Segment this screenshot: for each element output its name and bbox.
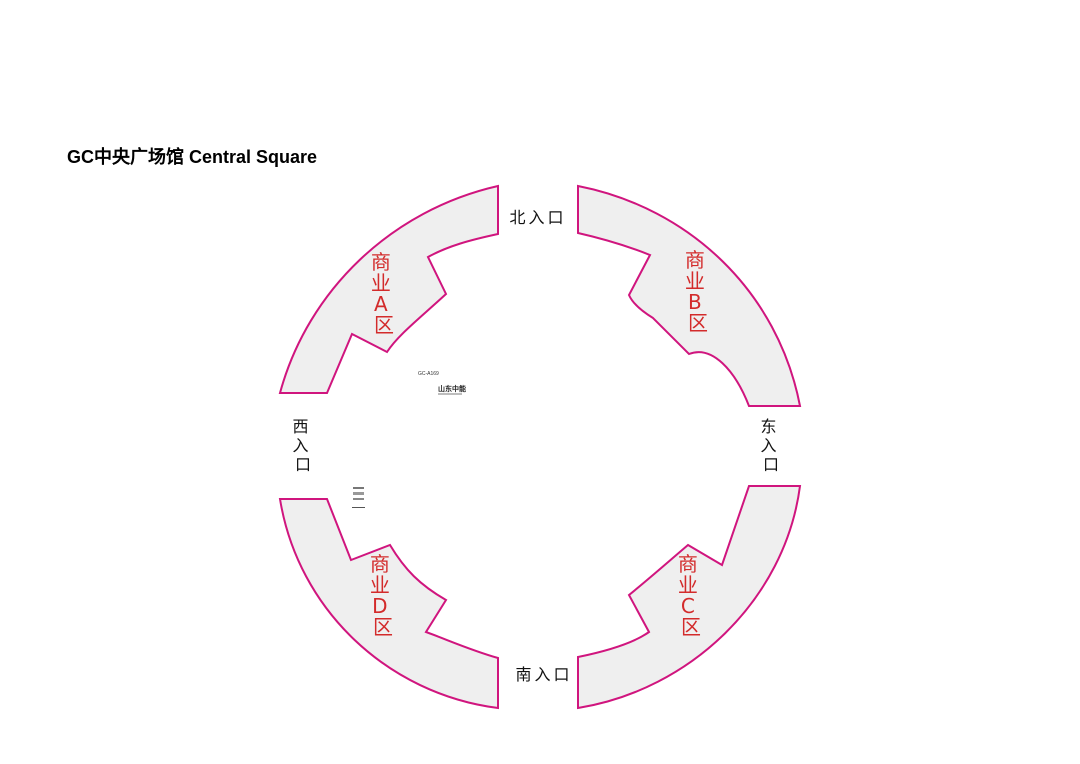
entrance-east-char-1: 东 bbox=[760, 417, 776, 436]
zone-c[interactable] bbox=[577, 485, 802, 710]
entrance-east-char-3: 口 bbox=[763, 455, 779, 474]
entrance-south-label: 南入口 bbox=[515, 665, 572, 684]
zone-b-char-1: 商 bbox=[685, 248, 705, 272]
small-sign-icon bbox=[352, 487, 365, 508]
entrance-east-char-2: 入 bbox=[760, 436, 776, 455]
zone-a[interactable] bbox=[278, 184, 499, 394]
zone-c-char-3: C bbox=[681, 594, 695, 618]
booth-name-label: 山东中能 bbox=[438, 384, 466, 393]
zone-d-char-1: 商 bbox=[370, 552, 390, 576]
zone-d-char-2: 业 bbox=[370, 573, 390, 597]
entrance-east-label: 东 入 口 bbox=[760, 417, 781, 474]
zone-c-char-1: 商 bbox=[678, 552, 698, 576]
zone-b-char-3: B bbox=[688, 290, 702, 314]
booth-code-label: GC-A169 bbox=[418, 371, 439, 377]
zone-d-char-3: D bbox=[372, 594, 387, 618]
zone-c-char-2: 业 bbox=[678, 573, 698, 597]
zone-a-char-1: 商 bbox=[371, 250, 391, 274]
zone-d[interactable] bbox=[278, 498, 499, 710]
zone-a-char-3: A bbox=[374, 292, 388, 316]
entrance-north-label: 北入口 bbox=[509, 208, 566, 227]
entrance-west-char-3: 口 bbox=[295, 455, 311, 474]
zone-a-char-4: 区 bbox=[374, 313, 394, 337]
entrance-west-char-1: 西 bbox=[292, 417, 308, 436]
zone-c-char-4: 区 bbox=[681, 615, 701, 639]
zone-b[interactable] bbox=[577, 184, 802, 407]
entrance-west-label: 西 入 口 bbox=[292, 417, 313, 474]
zone-b-char-2: 业 bbox=[685, 269, 705, 293]
page-title: GC中央广场馆 Central Square bbox=[67, 147, 318, 167]
zone-a-label: 商 业 A 区 bbox=[371, 250, 397, 337]
booth-underline bbox=[438, 393, 462, 395]
zone-d-label: 商 业 D 区 bbox=[370, 552, 396, 639]
zone-b-label: 商 业 B 区 bbox=[685, 248, 711, 335]
zone-a-char-2: 业 bbox=[371, 271, 391, 295]
zone-d-char-4: 区 bbox=[373, 615, 393, 639]
zone-b-char-4: 区 bbox=[688, 311, 708, 335]
entrance-west-char-2: 入 bbox=[292, 436, 308, 455]
zone-c-label: 商 业 C 区 bbox=[678, 552, 704, 639]
